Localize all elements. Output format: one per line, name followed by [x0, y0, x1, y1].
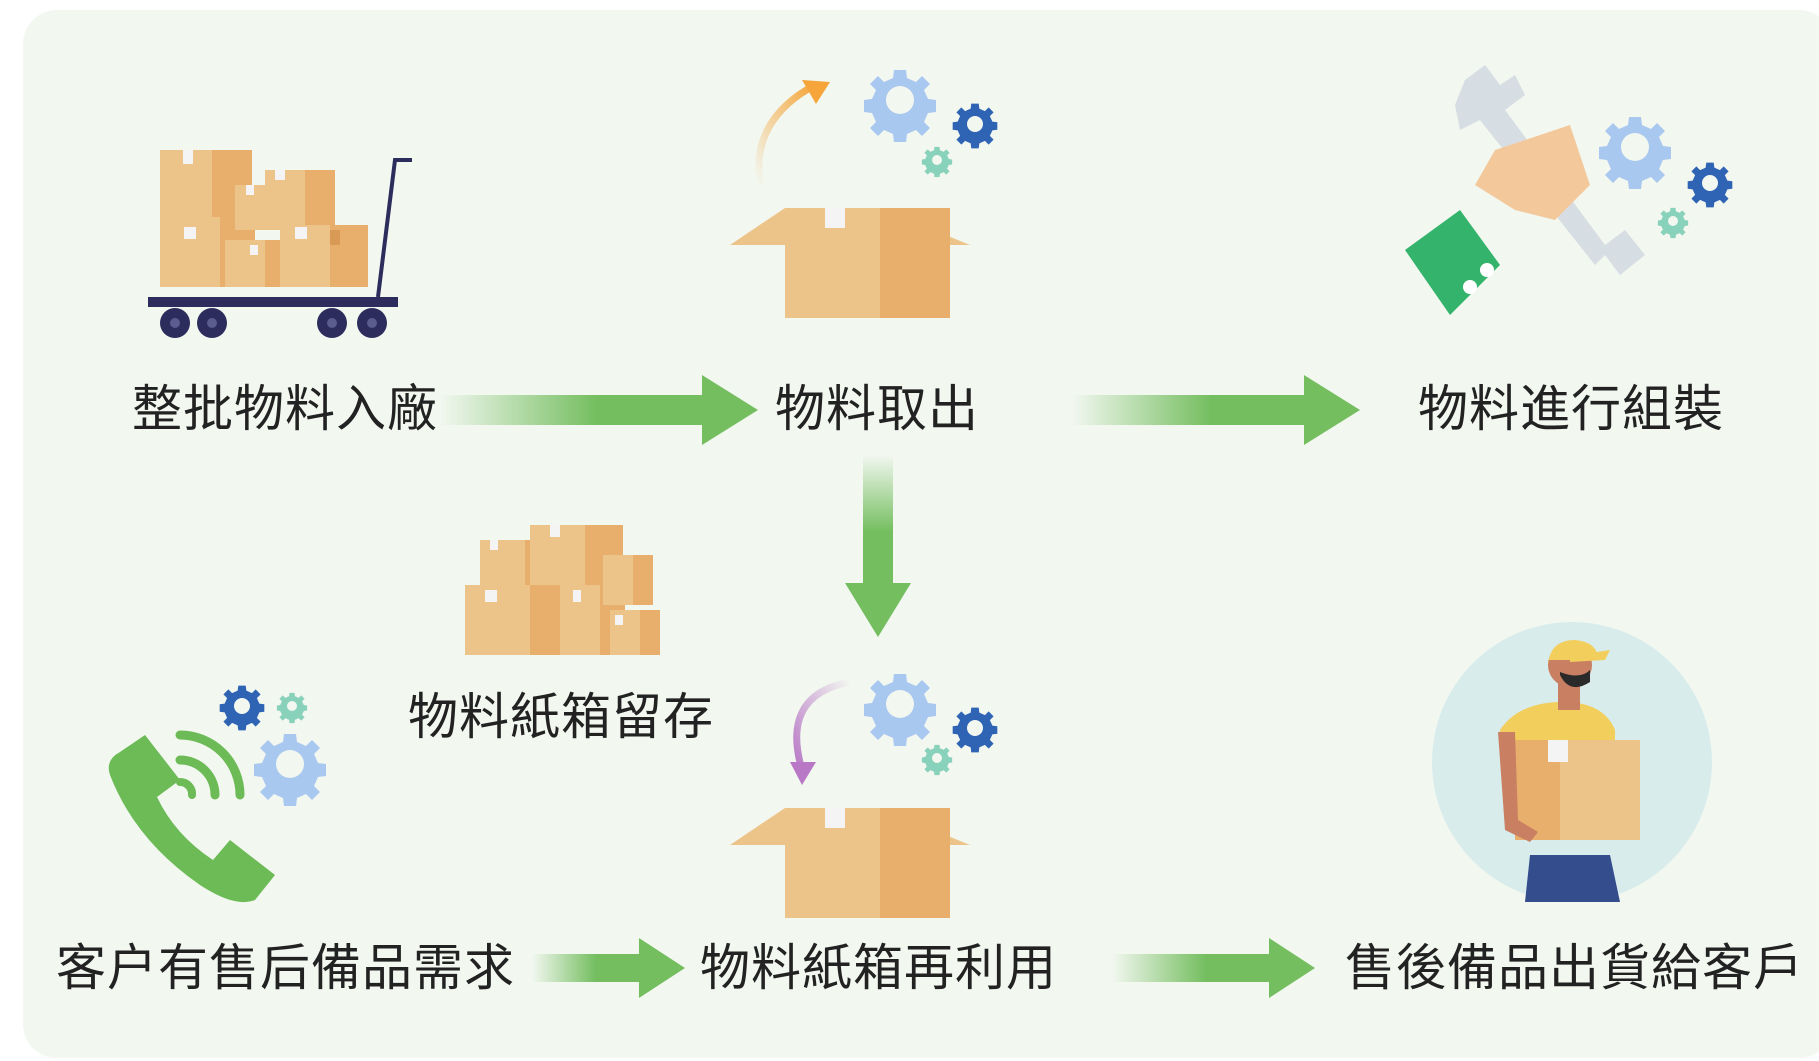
- arrow-demand-to-reuse: [532, 938, 685, 998]
- open-box-with-gears-icon: [730, 70, 998, 318]
- arrow-reuse-to-shipment: [1112, 938, 1315, 998]
- phone-call-icon: [108, 685, 326, 903]
- arrow-inbound-to-takeout: [440, 375, 758, 445]
- node-batch-inbound: 整批物料入廠: [132, 380, 438, 438]
- arrow-takeout-to-reuse: [845, 455, 911, 637]
- node-assembly: 物料進行組裝: [1418, 380, 1724, 438]
- boxes-on-trolley-icon: [148, 150, 412, 338]
- hand-with-wrench-icon: [1405, 65, 1733, 315]
- courier-with-box-icon: [1432, 622, 1712, 902]
- node-customer-demand: 客户有售后備品需求: [56, 939, 515, 997]
- open-box-reuse-icon: [730, 674, 998, 918]
- node-box-storage: 物料紙箱留存: [408, 688, 714, 746]
- node-material-takeout: 物料取出: [775, 380, 979, 438]
- node-shipment: 售後備品出貨給客戶: [1345, 939, 1804, 997]
- node-box-reuse: 物料紙箱再利用: [700, 939, 1057, 997]
- stacked-boxes-icon: [465, 525, 660, 655]
- arrow-takeout-to-assembly: [1072, 375, 1360, 445]
